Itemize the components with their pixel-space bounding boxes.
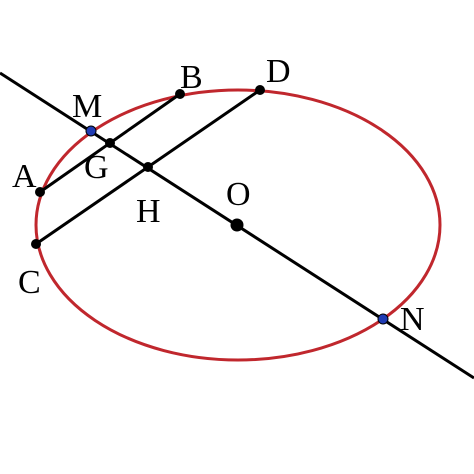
point-d bbox=[255, 85, 265, 95]
point-n bbox=[377, 313, 389, 325]
point-m bbox=[85, 125, 97, 137]
point-g bbox=[105, 138, 115, 148]
label-o: O bbox=[226, 176, 251, 213]
label-h: H bbox=[136, 193, 161, 230]
label-n: N bbox=[400, 301, 425, 338]
point-b bbox=[175, 89, 185, 99]
label-d: D bbox=[266, 53, 291, 90]
label-m: M bbox=[72, 88, 102, 125]
label-c: C bbox=[18, 264, 41, 301]
point-c bbox=[31, 239, 41, 249]
point-a bbox=[35, 187, 45, 197]
label-b: B bbox=[180, 59, 203, 96]
label-a: A bbox=[12, 158, 37, 195]
label-g: G bbox=[84, 149, 109, 186]
ellipse bbox=[34, 88, 442, 362]
point-h bbox=[143, 162, 153, 172]
point-o bbox=[230, 218, 244, 232]
